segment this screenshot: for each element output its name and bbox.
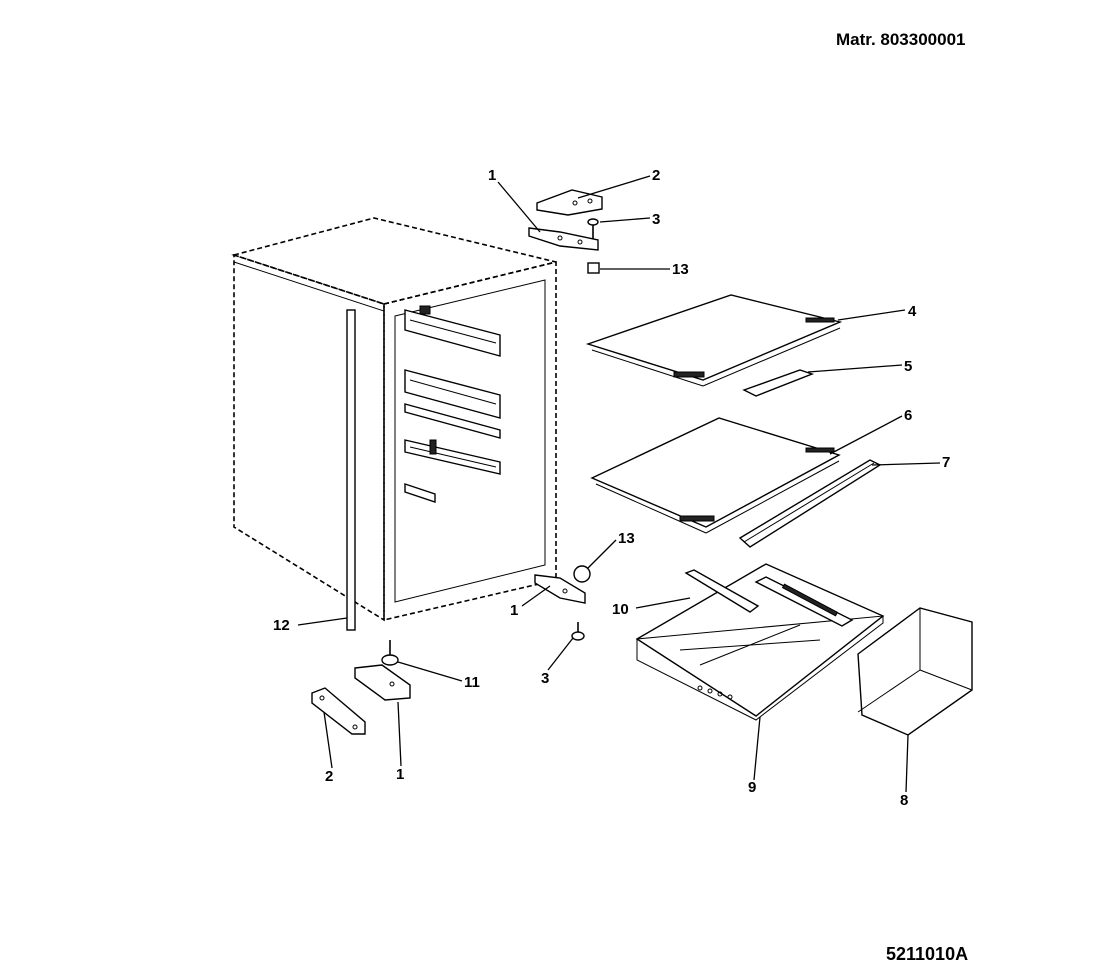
- bottom-hinge-pin: [381, 640, 399, 666]
- drawing-number: 5211010A: [886, 944, 969, 964]
- callout-mid-hinge-plate: 1: [510, 602, 518, 619]
- callout-gasket-strip: 12: [273, 617, 290, 634]
- crisper-cover: [635, 563, 885, 721]
- upper-shelf-trim: [742, 369, 815, 397]
- callout-labels: 1 2 3 13 4 5 6 7 13 1 3 10 12 11 2 1 9 8: [273, 167, 950, 809]
- upper-shelf: [585, 294, 843, 387]
- callout-upper-shelf-trim: 5: [904, 358, 912, 375]
- callout-mid-hinge-pin: 3: [541, 670, 549, 687]
- callout-lower-shelf: 6: [904, 407, 912, 424]
- callout-bottom-hinge-plate: 1: [396, 766, 404, 783]
- callout-crisper-drawer: 8: [900, 792, 908, 809]
- callout-crisper-cover-support: 10: [612, 601, 629, 618]
- gasket-strip: [346, 309, 356, 631]
- callout-bottom-hinge-pin: 11: [464, 674, 480, 691]
- callout-crisper-cover: 9: [748, 779, 756, 796]
- crisper-drawer: [857, 607, 973, 736]
- cabinet-shelf-rails: [404, 305, 501, 503]
- mid-cap: [573, 565, 591, 583]
- callout-mid-cap: 13: [618, 530, 635, 547]
- callout-top-cap: 13: [672, 261, 689, 278]
- callout-upper-shelf: 4: [908, 303, 917, 320]
- top-cap: [587, 262, 600, 274]
- top-hinge-plate: [528, 227, 599, 251]
- cabinet: [231, 217, 557, 622]
- callout-top-hinge-plate: 1: [488, 167, 496, 184]
- bottom-hinge-bracket: [311, 687, 366, 735]
- callout-bottom-hinge-bracket: 2: [325, 768, 333, 785]
- callout-top-hinge-pin: 3: [652, 211, 660, 228]
- lower-shelf: [590, 417, 841, 534]
- top-hinge-pin: [587, 218, 599, 239]
- crisper-cover-support: [684, 569, 854, 627]
- mid-hinge-pin: [571, 622, 585, 641]
- bottom-hinge-plate: [354, 664, 411, 701]
- callout-lower-shelf-trim: 7: [942, 454, 950, 471]
- callout-top-hinge-bracket: 2: [652, 167, 660, 184]
- leader-lines: [297, 175, 941, 793]
- mid-hinge-plate: [534, 574, 586, 604]
- material-number: Matr. 803300001: [836, 30, 966, 49]
